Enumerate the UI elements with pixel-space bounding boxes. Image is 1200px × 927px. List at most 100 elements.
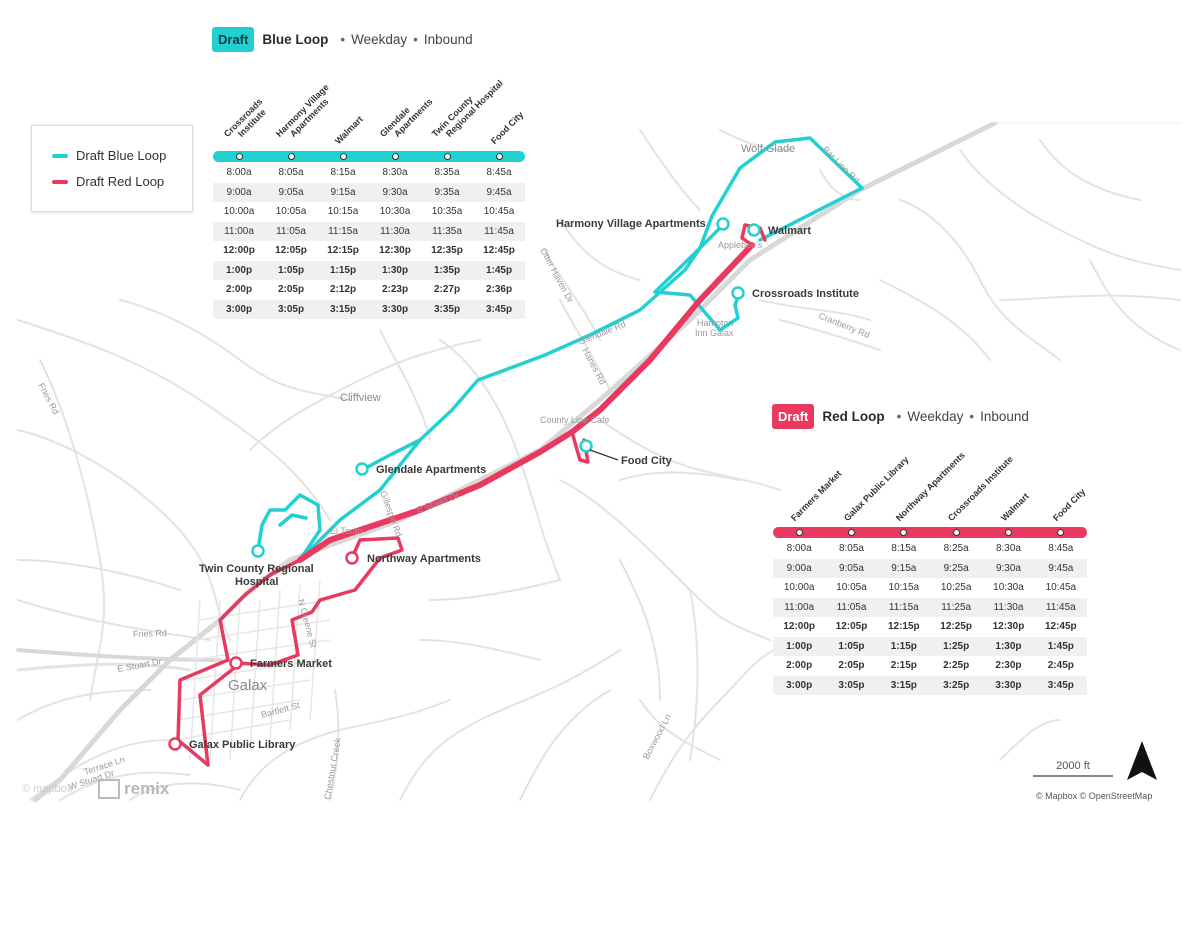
scale-bar: 2000 ft bbox=[1033, 760, 1113, 777]
stop-crossroads-blue[interactable] bbox=[731, 286, 745, 300]
blue-sep-1: • bbox=[340, 32, 346, 47]
label-applebees: Applebee's bbox=[718, 240, 763, 250]
label-e-stuart-1: E Stuart Dr bbox=[415, 490, 460, 515]
red_schedule-stop-dot-5 bbox=[1057, 529, 1065, 536]
stop-farmers-market-red[interactable] bbox=[229, 656, 243, 670]
red_schedule-time-cell: 9:05a bbox=[825, 558, 878, 578]
label-hanes-rd: Hanes Rd bbox=[580, 346, 608, 386]
legend-item-red[interactable]: Draft Red Loop bbox=[52, 174, 164, 189]
red_schedule-time-cell: 12:00p bbox=[783, 621, 815, 633]
remix-logo-icon bbox=[98, 779, 120, 799]
north-arrow-icon bbox=[1127, 741, 1157, 780]
label-farmers-market: Farmers Market bbox=[250, 658, 332, 670]
legend-item-blue[interactable]: Draft Blue Loop bbox=[52, 148, 166, 163]
blue_schedule-time-cell: 2:23p bbox=[381, 284, 409, 296]
stop-harmony-village-blue[interactable] bbox=[716, 217, 730, 231]
label-fries-rd-2: Fries Rd bbox=[133, 628, 167, 639]
blue_schedule-time-cell: 9:35a bbox=[421, 182, 473, 202]
blue_schedule-time-cell: 11:30a bbox=[369, 221, 421, 241]
red_schedule-time-cell: 1:15p bbox=[877, 636, 930, 656]
blue_schedule-time-cell: 8:00a bbox=[226, 167, 252, 179]
blue_schedule-time-cell: 11:35a bbox=[421, 221, 473, 241]
red_schedule-time-cell: 3:15p bbox=[877, 675, 930, 695]
blue_schedule-time-cell: 12:35p bbox=[431, 245, 463, 257]
legend-swatch-red bbox=[52, 179, 68, 184]
blue_schedule-time-cell: 9:30a bbox=[369, 182, 421, 202]
scale-line bbox=[1033, 775, 1113, 777]
red_schedule-time-cell: 8:00a bbox=[786, 543, 812, 555]
blue_schedule-stop-header-2: Walmart bbox=[333, 114, 365, 146]
stop-northway-red[interactable] bbox=[345, 551, 359, 565]
food-city-leader bbox=[589, 449, 619, 461]
blue_schedule-time-cell: 2:36p bbox=[485, 284, 513, 296]
red_schedule-time-cell: 8:05a bbox=[838, 543, 864, 555]
red-day-type: Weekday bbox=[907, 409, 964, 424]
blue_schedule-time-cell: 8:45a bbox=[486, 167, 512, 179]
blue_schedule-time-cell: 3:30p bbox=[369, 299, 421, 319]
blue_schedule-time-cell: 1:05p bbox=[265, 260, 317, 280]
red_schedule-time-cell: 12:30p bbox=[992, 621, 1025, 633]
label-crossroads: Crossroads Institute bbox=[752, 288, 859, 300]
red_schedule-stop-header-0: Farmers Market bbox=[789, 469, 843, 523]
remix-logo-text: remix bbox=[124, 779, 170, 798]
red_schedule-stop-dot-0 bbox=[795, 529, 803, 536]
red_schedule-stop-dot-1 bbox=[848, 529, 855, 536]
red_schedule-time-cell: 9:00a bbox=[773, 558, 826, 578]
red_schedule-stop-header-4: Walmart bbox=[998, 491, 1030, 523]
stop-library-red[interactable] bbox=[168, 737, 182, 751]
stop-food-city-blue[interactable] bbox=[579, 439, 593, 453]
blue_schedule-stop-dot-5 bbox=[495, 153, 503, 160]
remix-logo[interactable]: remix bbox=[98, 779, 169, 799]
label-hampton: Hampton bbox=[697, 318, 734, 328]
label-walmart: Walmart bbox=[768, 225, 811, 237]
red-sep-2: • bbox=[969, 409, 975, 424]
red_schedule-stop-dot-4 bbox=[1005, 529, 1012, 536]
red_schedule-time-cell: 3:00p bbox=[773, 675, 826, 695]
blue_schedule-time-cell: 2:00p bbox=[225, 284, 253, 296]
blue_schedule-time-cell: 10:45a bbox=[483, 206, 515, 218]
blue-direction: Inbound bbox=[423, 32, 473, 47]
map-legend: Draft Blue Loop Draft Red Loop bbox=[31, 125, 193, 212]
red_schedule-time-cell: 11:25a bbox=[929, 597, 983, 617]
label-library: Galax Public Library bbox=[189, 739, 296, 751]
blue_schedule-time-cell: 9:15a bbox=[317, 182, 369, 202]
mapbox-logo[interactable]: © mapbox bbox=[22, 783, 73, 795]
blue_schedule-time-cell: 10:30a bbox=[379, 206, 411, 218]
blue_schedule-time-cell: 3:45p bbox=[473, 299, 525, 319]
red_schedule-time-cell: 8:25a bbox=[943, 543, 969, 555]
label-bar-line: Bar Line Rd bbox=[821, 144, 862, 185]
map-attribution[interactable]: © Mapbox © OpenStreetMap bbox=[1036, 791, 1153, 801]
blue_schedule-time-cell: 9:45a bbox=[473, 182, 525, 202]
red_schedule-time-cell: 2:45p bbox=[1047, 660, 1074, 672]
stop-glendale-blue[interactable] bbox=[355, 462, 369, 476]
red_schedule-time-cell: 11:15a bbox=[877, 597, 930, 617]
top-whitespace bbox=[0, 0, 1200, 122]
blue_schedule-time-cell: 2:27p bbox=[433, 284, 461, 296]
red_schedule-time-cell: 11:30a bbox=[982, 597, 1035, 617]
red_schedule-time-cell: 8:45a bbox=[1048, 543, 1074, 555]
bottom-whitespace bbox=[0, 803, 1200, 927]
stop-walmart-blue[interactable] bbox=[747, 223, 761, 237]
red_schedule-time-cell: 10:15a bbox=[888, 582, 920, 594]
blue_schedule-time-cell: 12:15p bbox=[327, 245, 359, 257]
red_schedule-time-cell: 2:25p bbox=[943, 660, 970, 672]
blue_schedule-stop-dot-4 bbox=[443, 153, 451, 160]
blue_schedule-stop-dot-2 bbox=[339, 153, 347, 160]
stop-twin-county-blue[interactable] bbox=[251, 544, 265, 558]
blue_schedule-time-cell: 11:15a bbox=[317, 221, 369, 241]
legend-label-blue: Draft Blue Loop bbox=[76, 148, 167, 163]
blue-draft-badge: Draft bbox=[212, 27, 255, 52]
blue-route-bar bbox=[213, 151, 525, 162]
